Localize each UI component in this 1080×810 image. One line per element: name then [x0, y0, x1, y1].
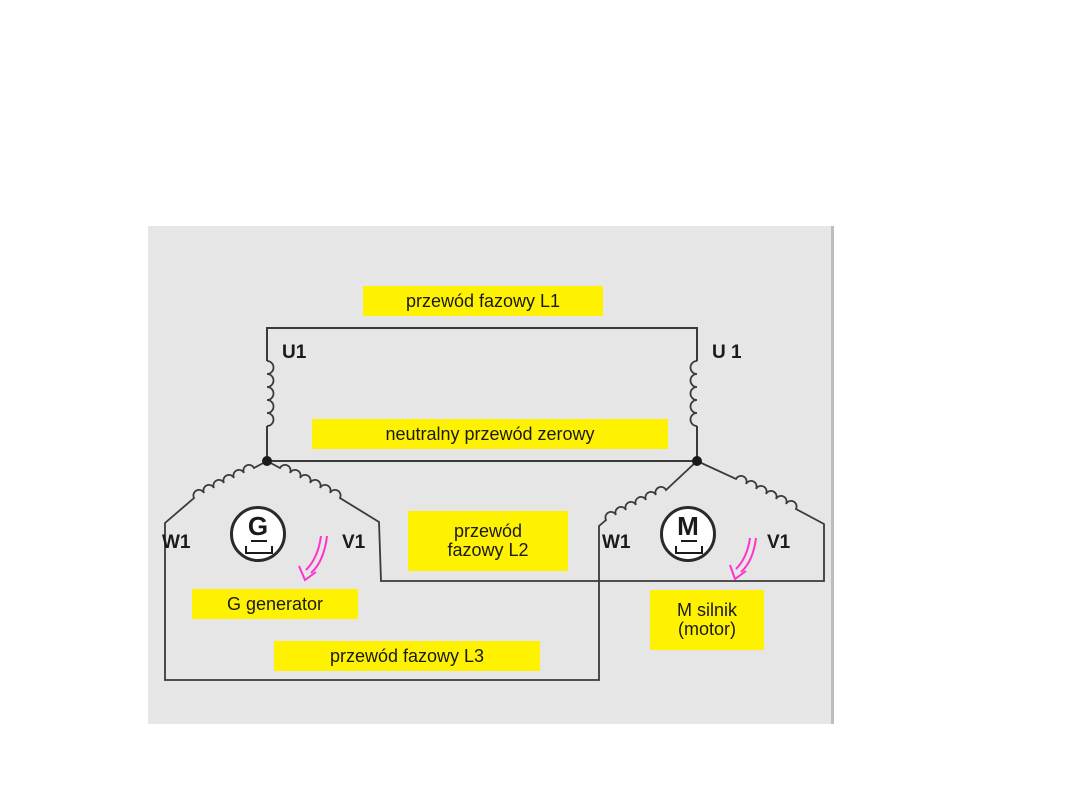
generator-rotation-arrow-icon [298, 535, 328, 582]
generator-u1-terminal: U1 [282, 342, 307, 363]
motor-u1-coil [689, 360, 698, 427]
motor-v1-terminal: V1 [767, 532, 791, 553]
generator-w1-terminal: W1 [162, 532, 191, 553]
motor-rotation-arrow-icon [729, 537, 757, 581]
motor-label: M silnik (motor) [650, 590, 764, 650]
motor-w1-terminal: W1 [602, 532, 631, 553]
phase-l1-wire [266, 327, 698, 361]
wiring-svg [164, 327, 825, 681]
phase-l2-wire [266, 460, 825, 582]
generator-v1-terminal: V1 [342, 532, 366, 553]
generator-letter: G [247, 511, 269, 541]
phase-l1-label: przewód fazowy L1 [363, 286, 603, 316]
generator-base-icon [245, 546, 273, 554]
motor-u1-terminal: U 1 [712, 342, 742, 363]
motor-star-point [692, 456, 702, 466]
motor-letter: M [677, 511, 699, 541]
phase-l2-label: przewód fazowy L2 [408, 511, 568, 571]
phase-l3-label: przewód fazowy L3 [274, 641, 540, 671]
neutral-wire-label: neutralny przewód zerowy [312, 419, 668, 449]
three-phase-star-connection-diagram: przewód fazowy L1 neutralny przewód zero… [148, 226, 834, 724]
generator-w1-coil [164, 460, 698, 681]
motor-base-icon [675, 546, 703, 554]
generator-symbol: G [230, 506, 286, 562]
generator-u1-coil [266, 360, 275, 427]
generator-label: G generator [192, 589, 358, 619]
motor-symbol: M [660, 506, 716, 562]
generator-star-point [262, 456, 272, 466]
